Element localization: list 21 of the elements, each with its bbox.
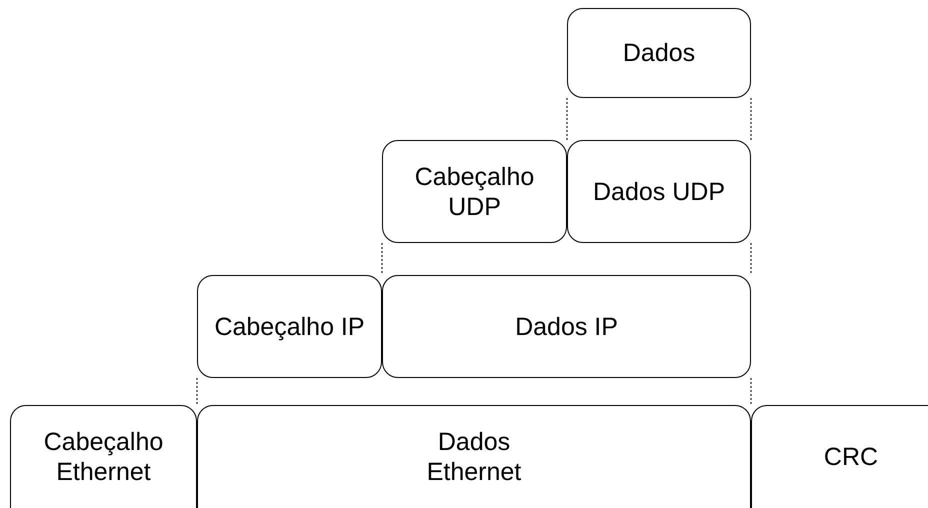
- box-label: Cabeçalho IP: [214, 312, 365, 342]
- box-label: CRC: [824, 442, 878, 472]
- data-box: [197, 405, 751, 508]
- box-label: Cabeçalho UDP: [414, 162, 536, 222]
- box-label: Dados: [622, 38, 696, 68]
- checksum-box: [751, 405, 928, 508]
- box-label: Dados Ethernet: [426, 426, 522, 486]
- box-label: Cabeçalho Ethernet: [42, 426, 164, 486]
- header-box: [382, 140, 567, 243]
- guide-line: [566, 98, 568, 140]
- guide-line: [750, 98, 752, 140]
- header-box: [10, 405, 197, 508]
- guide-line: [750, 242, 752, 276]
- guide-line: [196, 378, 198, 406]
- data-box: [567, 8, 751, 98]
- box-label: Dados UDP: [593, 176, 725, 206]
- box-label: Dados IP: [515, 312, 618, 342]
- data-box: [567, 140, 751, 243]
- header-box: [197, 275, 382, 378]
- data-box: [382, 275, 751, 378]
- guide-line: [750, 378, 752, 406]
